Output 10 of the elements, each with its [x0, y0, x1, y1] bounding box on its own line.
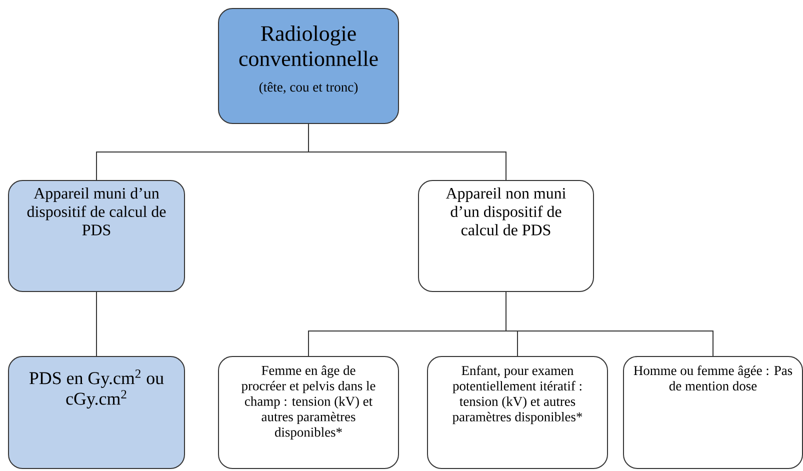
result-box: Femme en âge de procréer et pelvis dans le champ : tension (kV) et autres paramètres disponibles* — [218, 356, 399, 469]
category-box: Appareil muni d’un dispositif de calcul de PDS — [8, 180, 185, 292]
connector-line — [96, 292, 97, 356]
connector-line — [506, 292, 714, 356]
connector-line — [308, 124, 506, 180]
category-box: Appareil non muni d’un dispositif de calcul de PDS — [418, 180, 594, 292]
result-box: Enfant, pour examen potentiellement itératif : tension (kV) et autres paramètres disponibles* — [427, 356, 608, 469]
result-box: Homme ou femme âgée : Pas de mention dose — [623, 356, 803, 469]
category-box: Radiologie conventionnelle (tête, cou et tronc) — [218, 8, 399, 124]
result-box: PDS en Gy.cm$^{2}$ ou cGy.cm$^{2}$ — [8, 356, 185, 469]
